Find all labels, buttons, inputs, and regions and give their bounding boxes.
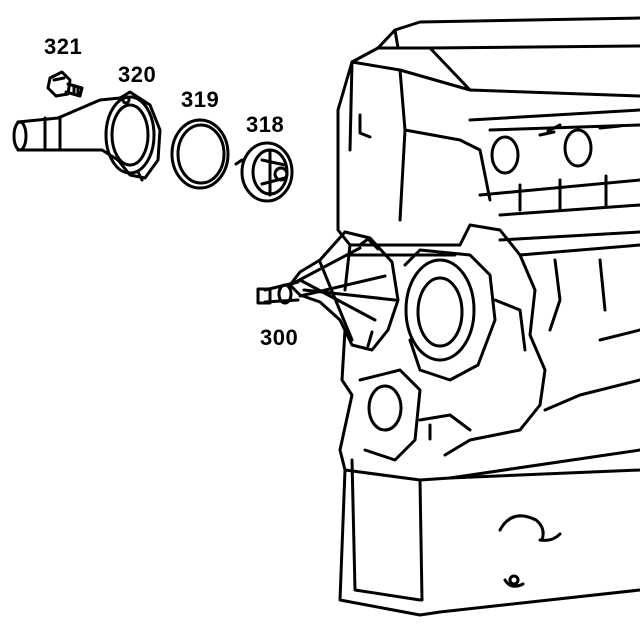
callout-321: 321 [44,34,83,59]
engine-block [336,16,640,617]
callout-318: 318 [246,112,285,137]
thermostat [234,141,294,203]
callout-300: 300 [260,325,299,350]
callout-319: 319 [181,87,220,112]
seal-ring [170,118,230,190]
callout-320: 320 [118,62,157,87]
thermostat-housing-cover [12,90,162,182]
bolt [46,70,84,98]
water-pump [256,230,400,352]
